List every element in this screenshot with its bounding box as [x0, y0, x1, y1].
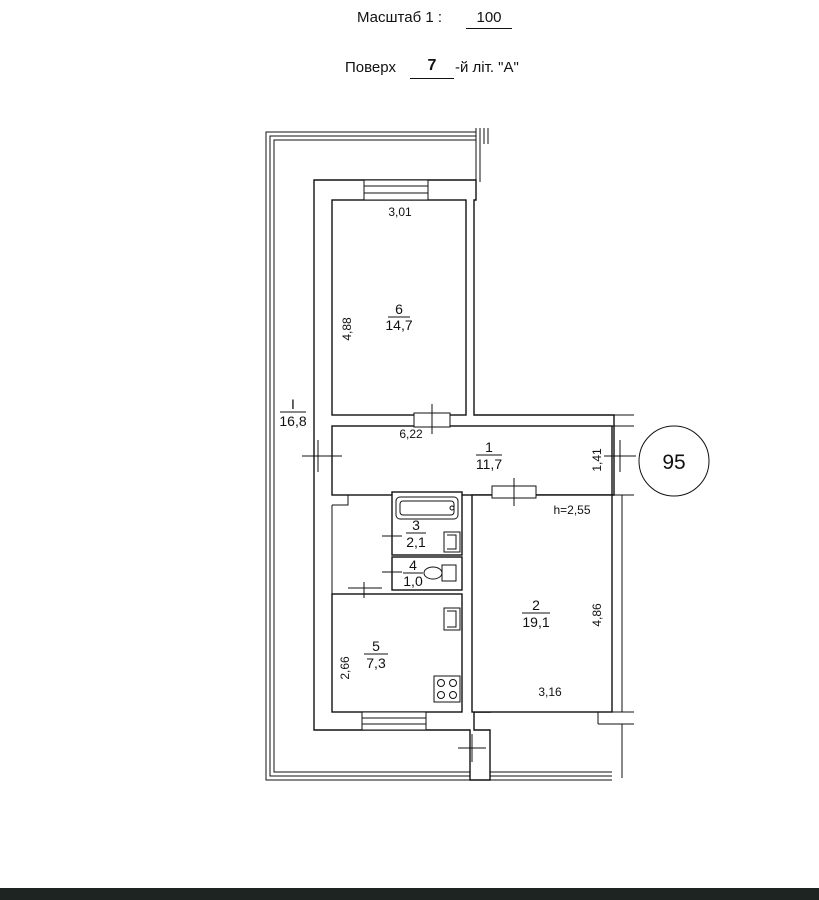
bathtub-icon — [395, 496, 459, 520]
balcony-id: I — [291, 396, 295, 412]
room-4-area: 1,0 — [403, 573, 423, 589]
room-3-area: 2,1 — [406, 534, 426, 550]
toilet-icon — [423, 564, 457, 582]
dim-room6-width: 3,01 — [388, 205, 412, 219]
dim-room5-length: 2,66 — [338, 656, 352, 680]
room-2-id: 2 — [532, 597, 540, 613]
scale-underline — [466, 28, 512, 29]
ceiling-height: h=2,55 — [553, 503, 590, 517]
window-room-5 — [361, 711, 427, 731]
floor-label: Поверх — [345, 59, 396, 76]
room-6-area: 14,7 — [385, 317, 412, 333]
room-1-id: 1 — [485, 439, 493, 455]
apartment-number: 95 — [662, 451, 685, 474]
hall-notch — [332, 494, 349, 506]
room-1-area: 11,7 — [476, 456, 502, 472]
dim-room2-width: 3,16 — [538, 685, 562, 699]
door-marks — [302, 404, 636, 762]
dim-room1-width: 6,22 — [399, 427, 423, 441]
room-3-id: 3 — [412, 517, 420, 533]
balcony-area: 16,8 — [279, 413, 306, 429]
room-5-id: 5 — [372, 638, 380, 654]
kitchen-sink-icon — [443, 607, 461, 631]
floor-value: 7 — [427, 57, 437, 74]
room-2-area: 19,1 — [522, 614, 549, 630]
window-room-6 — [363, 179, 429, 201]
room-5-area: 7,3 — [366, 655, 386, 671]
apartment-number-badge: 95 — [638, 425, 710, 497]
scale-value: 100 — [476, 9, 502, 26]
floor-suffix: -й літ. "А" — [455, 59, 519, 76]
room-6 — [331, 199, 467, 416]
stove-icon — [433, 675, 461, 703]
right-wall — [473, 200, 634, 778]
floor-underline — [410, 78, 454, 79]
bath-sink-icon — [443, 531, 461, 553]
dim-room2-length: 4,86 — [590, 603, 604, 627]
scale-label: Масштаб 1 : — [357, 9, 443, 26]
dim-room6-length: 4,88 — [340, 317, 354, 341]
dim-room1-depth: 1,41 — [590, 448, 604, 472]
balcony-outline — [265, 128, 612, 781]
room-1 — [331, 425, 613, 496]
room-2 — [471, 494, 613, 713]
room-4-id: 4 — [409, 557, 417, 573]
bottom-bar — [0, 888, 819, 900]
room-6-id: 6 — [395, 301, 403, 317]
